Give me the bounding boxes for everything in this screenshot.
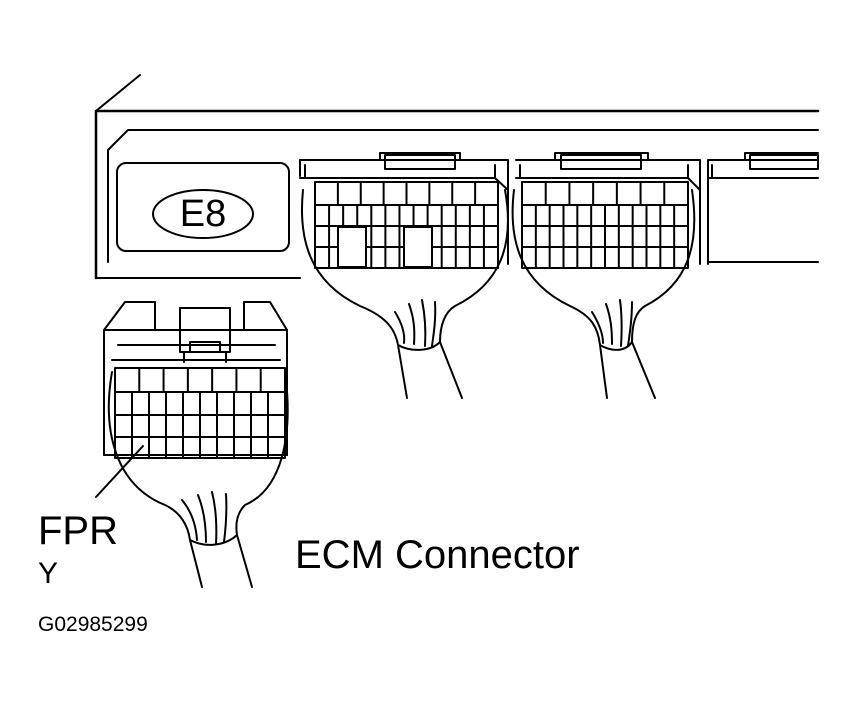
wire-harness-3: [109, 372, 288, 587]
wire-harness-2: [513, 190, 695, 398]
e8-label-plate: [117, 163, 289, 251]
ecm-socket-2: [516, 153, 700, 264]
wire-harness-1: [302, 190, 508, 398]
figure-id: G02985299: [38, 613, 148, 636]
fpr-leader-line: [96, 446, 143, 497]
detached-connector-pin-face: [115, 368, 285, 458]
ecm-connector-code: E8: [179, 193, 227, 235]
wire-color-label: Y: [38, 557, 59, 590]
diagram-caption: ECM Connector: [295, 533, 580, 577]
fpr-terminal-label: FPR: [38, 509, 118, 553]
ecm-socket-3: [708, 153, 818, 264]
mated-plug-1: [315, 182, 498, 268]
mated-plug-2: [522, 182, 688, 268]
ecm-housing: [96, 75, 818, 278]
